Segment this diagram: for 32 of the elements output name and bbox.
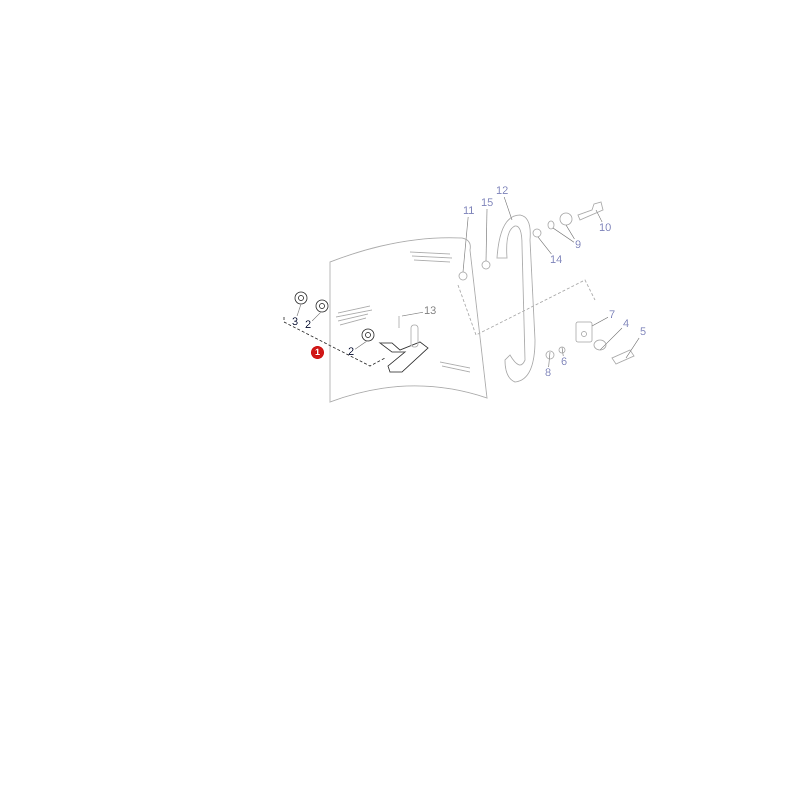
- callout-number: 2: [304, 319, 312, 331]
- callout-number: 3: [291, 316, 300, 328]
- leader-line: [626, 338, 640, 358]
- callout-number: 12: [495, 185, 510, 197]
- leader-line: [592, 316, 608, 326]
- callout-number: 2: [347, 346, 356, 358]
- callout-number: 4: [622, 318, 630, 330]
- leader-line: [504, 196, 512, 220]
- callout-number: 13: [423, 305, 438, 317]
- leader-line: [486, 208, 488, 262]
- callout-number: 8: [544, 367, 552, 379]
- callout-number: 1: [311, 346, 324, 359]
- callout-number: 15: [480, 197, 494, 209]
- callout-number: 7: [608, 309, 616, 321]
- leader-line: [462, 216, 469, 272]
- leader-line: [562, 346, 564, 356]
- callout-number: 9: [574, 239, 582, 251]
- callout-number: 10: [598, 222, 612, 234]
- callout-number: 6: [560, 356, 568, 368]
- leader-line: [600, 328, 622, 350]
- leader-line: [596, 210, 602, 222]
- callout-number: 5: [639, 326, 648, 338]
- leader-line: [552, 228, 574, 243]
- callout-number: 14: [549, 254, 564, 266]
- leader-line: [566, 224, 575, 240]
- callout-number: 11: [462, 205, 476, 217]
- leader-line: [296, 304, 302, 316]
- leader-line: [354, 340, 368, 350]
- leader-line: [538, 236, 552, 254]
- leader-line: [402, 312, 424, 316]
- leader-line: [312, 312, 322, 322]
- leader-line: [548, 352, 550, 368]
